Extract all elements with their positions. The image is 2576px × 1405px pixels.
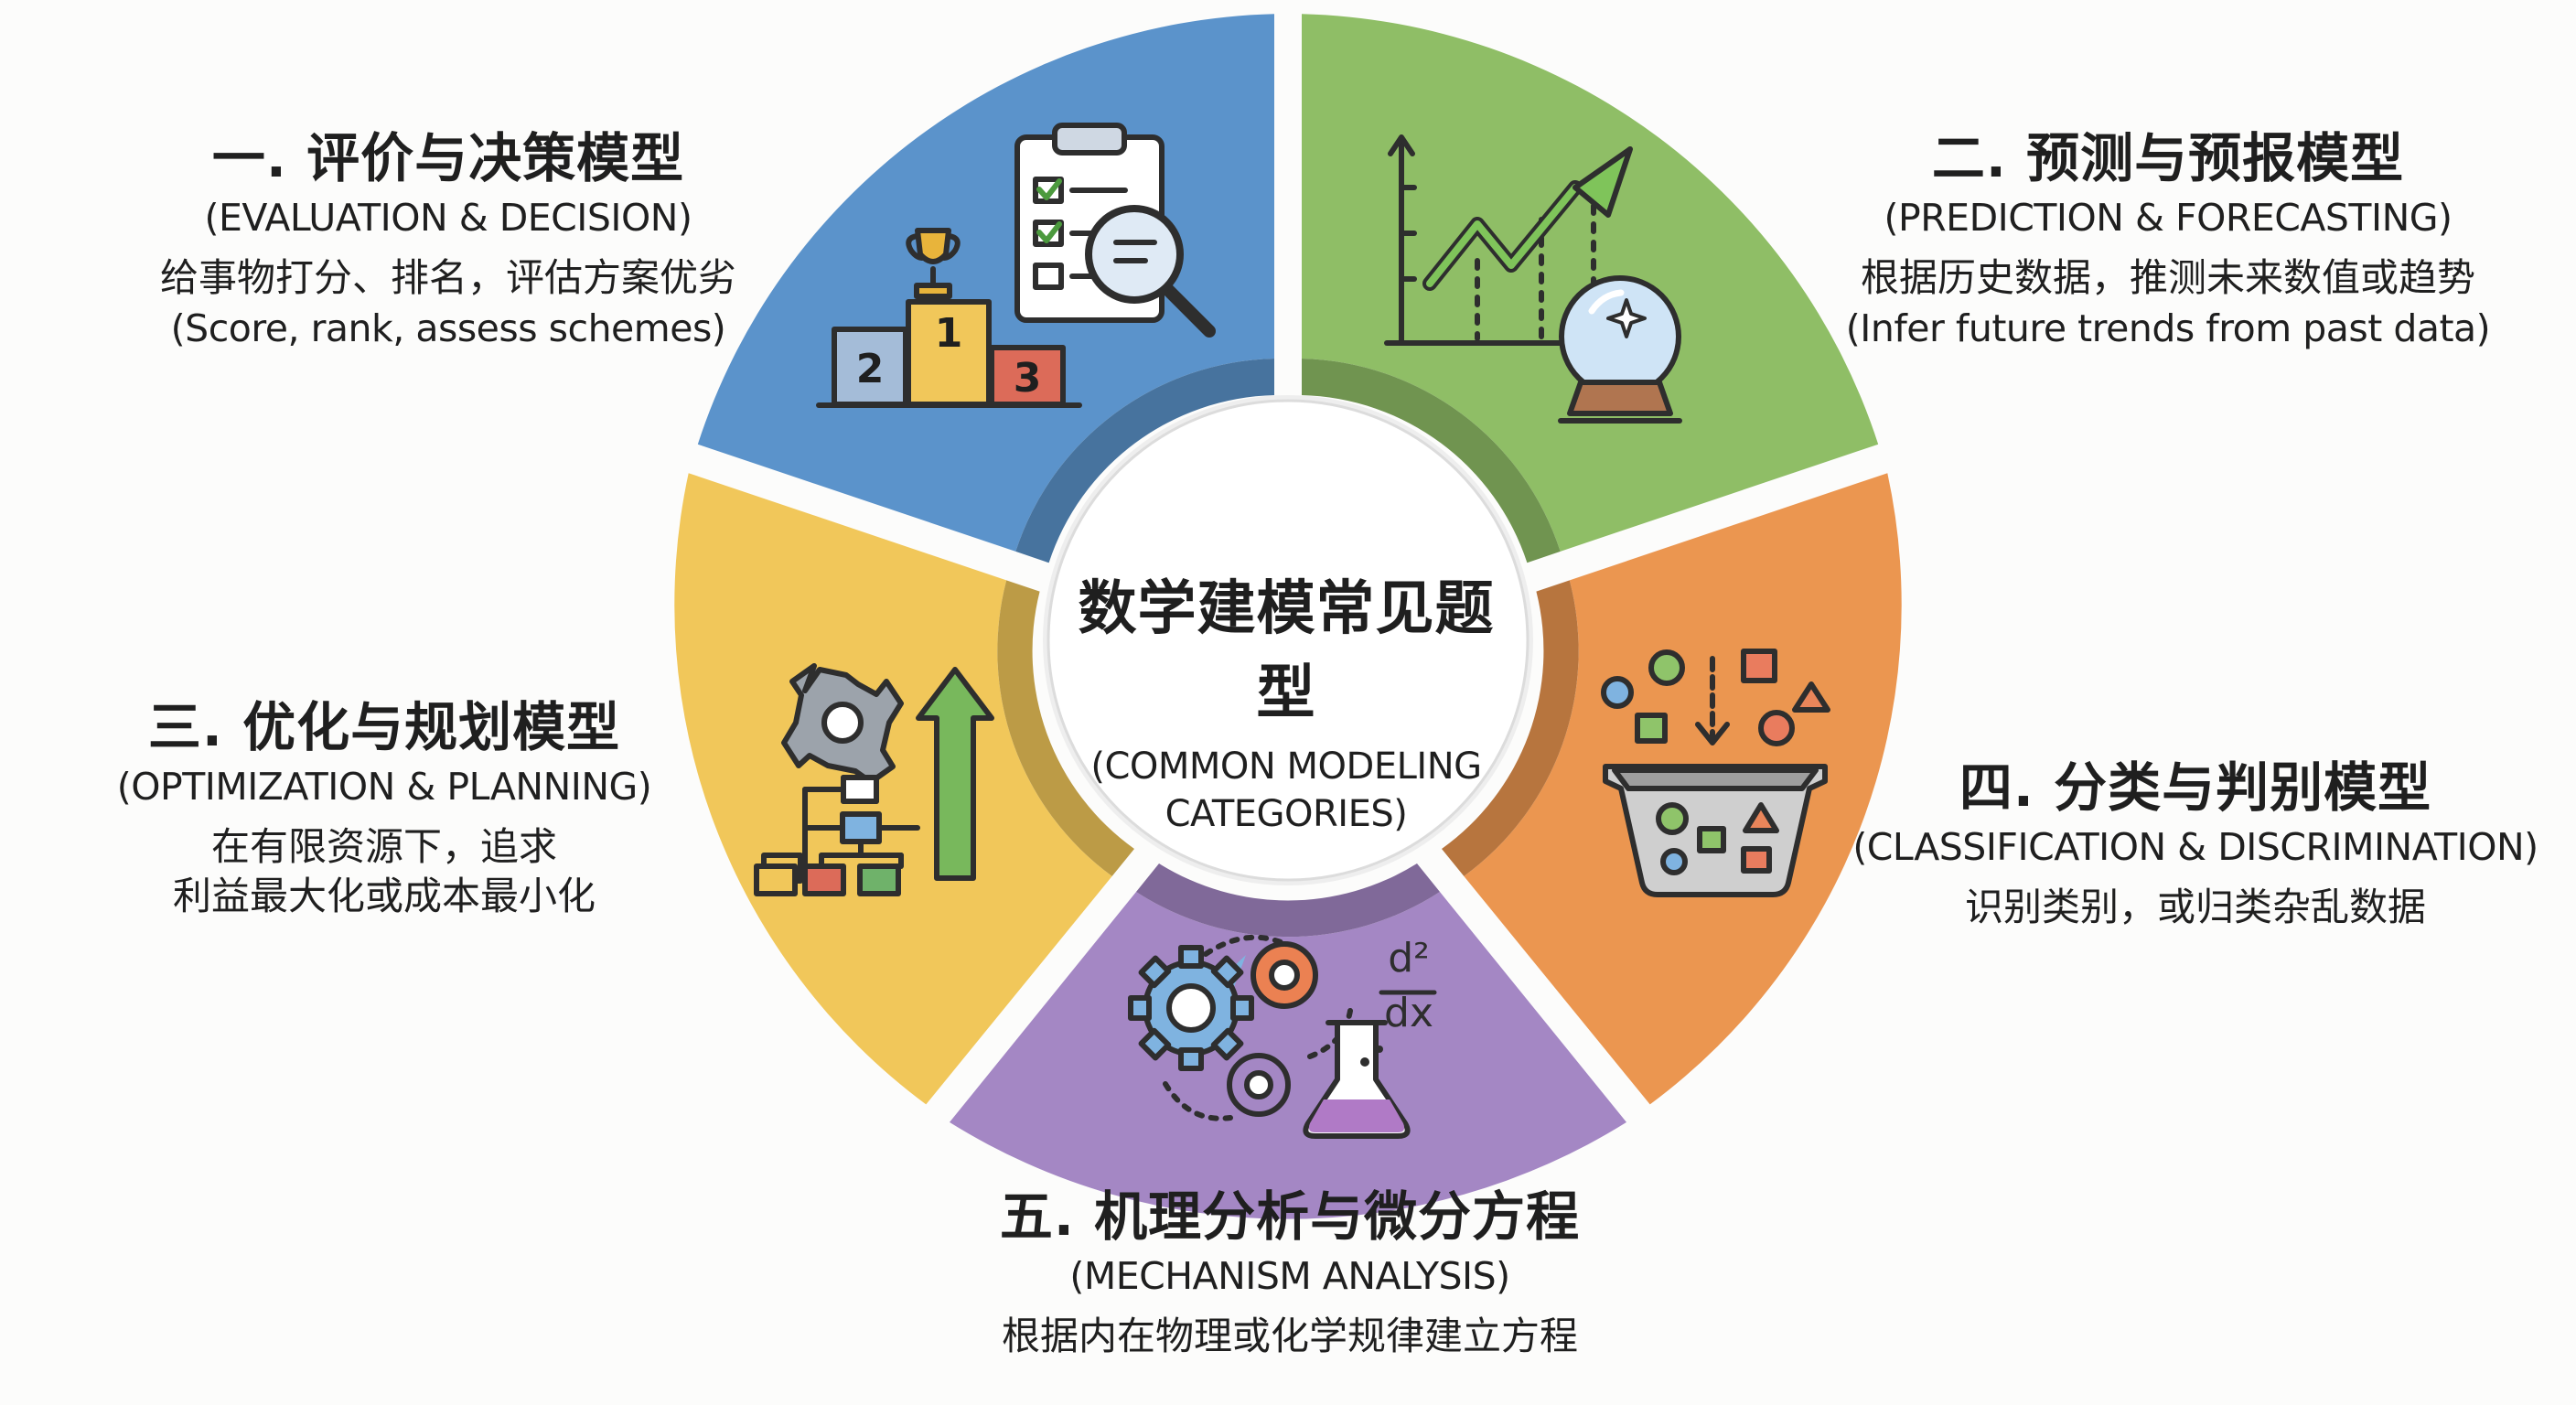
category-evaluation-label: 一. 评价与决策模型 (EVALUATION & DECISION) 给事物打分… <box>37 128 860 350</box>
center-subtitle: (COMMON MODELING CATEGORIES) <box>1062 743 1510 838</box>
wedge-optimization <box>674 473 1112 1105</box>
wedge-mechanism <box>950 892 1626 1219</box>
center-subtitle-line-2: CATEGORIES) <box>1165 793 1408 835</box>
category-english-description: (Score, rank, assess schemes) <box>170 306 726 351</box>
center-title: 数学建模常见题型 <box>1078 575 1495 727</box>
category-prediction-label: 二. 预测与预报模型 (PREDICTION & FORECASTING) 根据… <box>1766 128 2571 350</box>
category-english-title: (MECHANISM ANALYSIS) <box>1069 1253 1510 1298</box>
podium-label-1: 1 <box>935 310 963 357</box>
gear-tooth <box>1210 955 1244 989</box>
center-subtitle-line-1: (COMMON MODELING <box>1090 745 1482 788</box>
category-description: 识别类别，或归类杂乱数据 <box>1964 884 2426 929</box>
category-english-title: (EVALUATION & DECISION) <box>204 195 692 240</box>
category-english-title: (OPTIMIZATION & PLANNING) <box>116 764 652 809</box>
center-label: 数学建模常见题型 (COMMON MODELING CATEGORIES) <box>1062 562 1510 838</box>
category-description-line-2: 利益最大化或成本最小化 <box>172 874 596 919</box>
category-description-line-1: 在有限资源下，追求 <box>210 823 557 869</box>
category-description: 给事物打分、排名，评估方案优劣 <box>159 254 736 300</box>
category-english-title: (CLASSIFICATION & DISCRIMINATION) <box>1852 824 2538 869</box>
wedge-prediction <box>1302 14 1879 552</box>
podium-trophy-checklist-magnifier-icon <box>816 123 1216 408</box>
gear-flowchart-arrow-icon <box>754 663 994 896</box>
gear-tooth <box>1138 1027 1172 1061</box>
center-disc <box>1046 399 1530 882</box>
category-description: 根据历史数据，推测未来数值或趋势 <box>1860 254 2475 300</box>
shapes-sorting-basket-icon <box>1601 649 1830 897</box>
category-optimization-label: 三. 优化与规划模型 (OPTIMIZATION & PLANNING) 在有限… <box>55 697 714 918</box>
category-english-title: (PREDICTION & FORECASTING) <box>1884 195 2453 240</box>
category-english-description: (Infer future trends from past data) <box>1845 306 2491 351</box>
gear-tooth <box>1178 945 1204 969</box>
category-title: 四. 分类与判别模型 <box>1959 756 2432 819</box>
formula-denominator: dx <box>1384 990 1433 1036</box>
category-classification-label: 四. 分类与判别模型 (CLASSIFICATION & DISCRIMINAT… <box>1839 757 2552 929</box>
gear-tooth <box>1138 955 1172 989</box>
gears-flask-derivative-icon <box>1128 934 1437 1139</box>
category-title: 五. 机理分析与微分方程 <box>999 1185 1581 1248</box>
category-description: 根据内在物理或化学规律建立方程 <box>1001 1313 1578 1358</box>
category-title: 二. 预测与预报模型 <box>1931 127 2405 189</box>
category-title: 三. 优化与规划模型 <box>147 696 621 758</box>
gear-tooth <box>1210 1027 1244 1061</box>
category-mechanism-label: 五. 机理分析与微分方程 (MECHANISM ANALYSIS) 根据内在物理… <box>823 1186 1756 1358</box>
gear-tooth <box>1178 1047 1204 1071</box>
formula-numerator: d² <box>1388 935 1430 981</box>
trend-chart-crystal-ball-icon <box>1384 134 1682 424</box>
gear-tooth <box>1128 995 1152 1021</box>
category-title: 一. 评价与决策模型 <box>211 127 685 189</box>
podium-label-2: 2 <box>856 346 885 392</box>
gear-tooth <box>1230 995 1254 1021</box>
podium-label-3: 3 <box>1014 355 1042 402</box>
